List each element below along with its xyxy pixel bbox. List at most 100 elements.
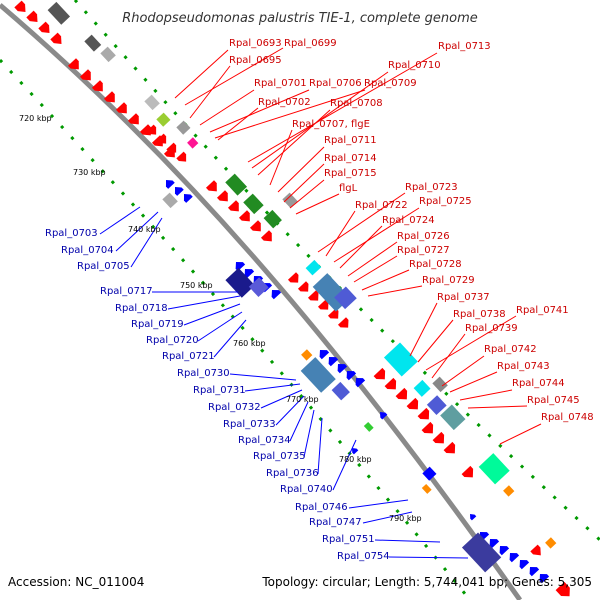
gene-label[interactable]: Rpal_0741 xyxy=(516,305,569,316)
reverse-gene-arrow xyxy=(519,560,530,570)
forward-gene-arrow xyxy=(297,281,309,292)
leader-line xyxy=(425,315,517,371)
gene-label[interactable]: Rpal_0735 xyxy=(253,451,306,462)
gene-block-shape xyxy=(334,286,357,310)
gene-label[interactable]: Rpal_0748 xyxy=(541,412,594,423)
gene-label[interactable]: Rpal_0744 xyxy=(512,378,565,389)
gene-label[interactable]: Rpal_0704 xyxy=(61,245,114,256)
forward-gene-arrow xyxy=(421,421,434,434)
gene-label[interactable]: Rpal_0732 xyxy=(208,402,261,413)
gene-label[interactable]: Rpal_0739 xyxy=(465,323,518,334)
gene-label[interactable]: Rpal_0693 xyxy=(229,38,282,49)
gene-arrow-shape xyxy=(519,560,530,570)
gene-block-shape xyxy=(363,421,374,432)
gene-block-shape xyxy=(461,532,502,573)
gene-arrow-shape xyxy=(174,187,184,196)
gene-label[interactable]: Rpal_0717 xyxy=(100,286,153,297)
gene-label[interactable]: Rpal_0707, flgE xyxy=(292,119,370,130)
leader-line xyxy=(409,302,438,357)
gene-arrow-shape xyxy=(328,357,339,367)
gene-label[interactable]: Rpal_0745 xyxy=(527,395,580,406)
gene-label[interactable]: Rpal_0695 xyxy=(229,55,282,66)
gene-arrow-shape xyxy=(183,194,193,203)
gene-label[interactable]: Rpal_0733 xyxy=(223,419,276,430)
gene-block xyxy=(100,46,116,63)
gene-label[interactable]: Rpal_0754 xyxy=(337,551,390,562)
gene-label[interactable]: Rpal_0713 xyxy=(438,41,491,52)
gene-label[interactable]: Rpal_0722 xyxy=(355,200,408,211)
gene-block xyxy=(331,381,350,401)
leader-line xyxy=(441,355,485,387)
gene-label[interactable]: Rpal_0708 xyxy=(330,98,383,109)
reverse-gene-arrow xyxy=(165,180,175,189)
gene-label[interactable]: Rpal_0737 xyxy=(437,292,490,303)
gene-label[interactable]: Rpal_0746 xyxy=(295,502,348,513)
reverse-gene-arrow xyxy=(470,514,477,521)
gene-label[interactable]: Rpal_0710 xyxy=(388,60,441,71)
leader-line xyxy=(213,319,247,358)
gene-label[interactable]: Rpal_0729 xyxy=(422,275,475,286)
leader-line xyxy=(339,225,383,269)
gene-label[interactable]: flgL xyxy=(339,183,358,194)
leader-line xyxy=(209,89,310,133)
gene-label[interactable]: Rpal_0714 xyxy=(324,153,377,164)
gene-label[interactable]: Rpal_0747 xyxy=(309,517,362,528)
gene-label[interactable]: Rpal_0725 xyxy=(419,196,472,207)
gene-label[interactable]: Rpal_0699 xyxy=(284,38,337,49)
gene-arrow-shape xyxy=(337,364,348,374)
gene-label[interactable]: Rpal_0703 xyxy=(45,228,98,239)
gene-label[interactable]: Rpal_0702 xyxy=(258,97,311,108)
gene-arrow-shape xyxy=(91,80,103,92)
gene-label[interactable]: Rpal_0706 xyxy=(309,78,362,89)
gene-block-shape xyxy=(413,379,431,397)
gene-label[interactable]: Rpal_0705 xyxy=(77,261,130,272)
gene-label[interactable]: Rpal_0728 xyxy=(409,259,462,270)
gene-arrow-shape xyxy=(297,281,309,292)
gene-label[interactable]: Rpal_0742 xyxy=(484,344,537,355)
gene-label[interactable]: Rpal_0730 xyxy=(177,368,230,379)
gene-arrow-shape xyxy=(14,0,26,13)
forward-gene-arrow xyxy=(287,272,299,283)
gene-label[interactable]: Rpal_0736 xyxy=(266,468,319,479)
gene-arrow-shape xyxy=(176,151,187,162)
gene-label[interactable]: Rpal_0726 xyxy=(397,231,450,242)
gene-label[interactable]: Rpal_0724 xyxy=(382,215,435,226)
forward-gene-arrow xyxy=(317,299,329,310)
gene-label[interactable]: Rpal_0727 xyxy=(397,245,450,256)
leader-line xyxy=(348,499,409,509)
gene-label[interactable]: Rpal_0718 xyxy=(115,303,168,314)
gene-label[interactable]: Rpal_0723 xyxy=(405,182,458,193)
gene-arrow-shape xyxy=(432,431,445,444)
gene-block-shape xyxy=(248,277,269,298)
gene-arrow-shape xyxy=(421,421,434,434)
gene-label[interactable]: Rpal_0715 xyxy=(324,168,377,179)
leader-line xyxy=(199,89,255,126)
gene-label[interactable]: Rpal_0738 xyxy=(453,309,506,320)
gene-label[interactable]: Rpal_0720 xyxy=(146,335,199,346)
leader-line xyxy=(388,556,469,559)
gene-block xyxy=(248,277,269,298)
leader-line xyxy=(260,389,303,409)
leader-line xyxy=(115,211,159,252)
gene-label[interactable]: Rpal_0709 xyxy=(364,78,417,89)
gene-label[interactable]: Rpal_0740 xyxy=(280,484,333,495)
gene-label[interactable]: Rpal_0734 xyxy=(238,435,291,446)
gene-label[interactable]: Rpal_0719 xyxy=(131,319,184,330)
gene-block xyxy=(478,453,510,485)
gene-label[interactable]: Rpal_0711 xyxy=(324,135,377,146)
forward-gene-arrow xyxy=(103,91,115,103)
gene-arrow-shape xyxy=(470,514,477,521)
forward-gene-arrow xyxy=(216,190,228,202)
leader-line xyxy=(214,89,366,139)
gene-label[interactable]: Rpal_0731 xyxy=(193,385,246,396)
gene-block xyxy=(282,192,298,209)
gene-arrow-shape xyxy=(352,448,359,455)
gene-label[interactable]: Rpal_0701 xyxy=(254,78,307,89)
gene-arrow-shape xyxy=(249,220,261,232)
gene-label[interactable]: Rpal_0743 xyxy=(497,361,550,372)
gene-block xyxy=(176,120,191,135)
forward-gene-arrow xyxy=(79,69,91,81)
gene-label[interactable]: Rpal_0721 xyxy=(162,351,215,362)
gene-block xyxy=(503,485,515,497)
gene-label[interactable]: Rpal_0751 xyxy=(322,534,375,545)
